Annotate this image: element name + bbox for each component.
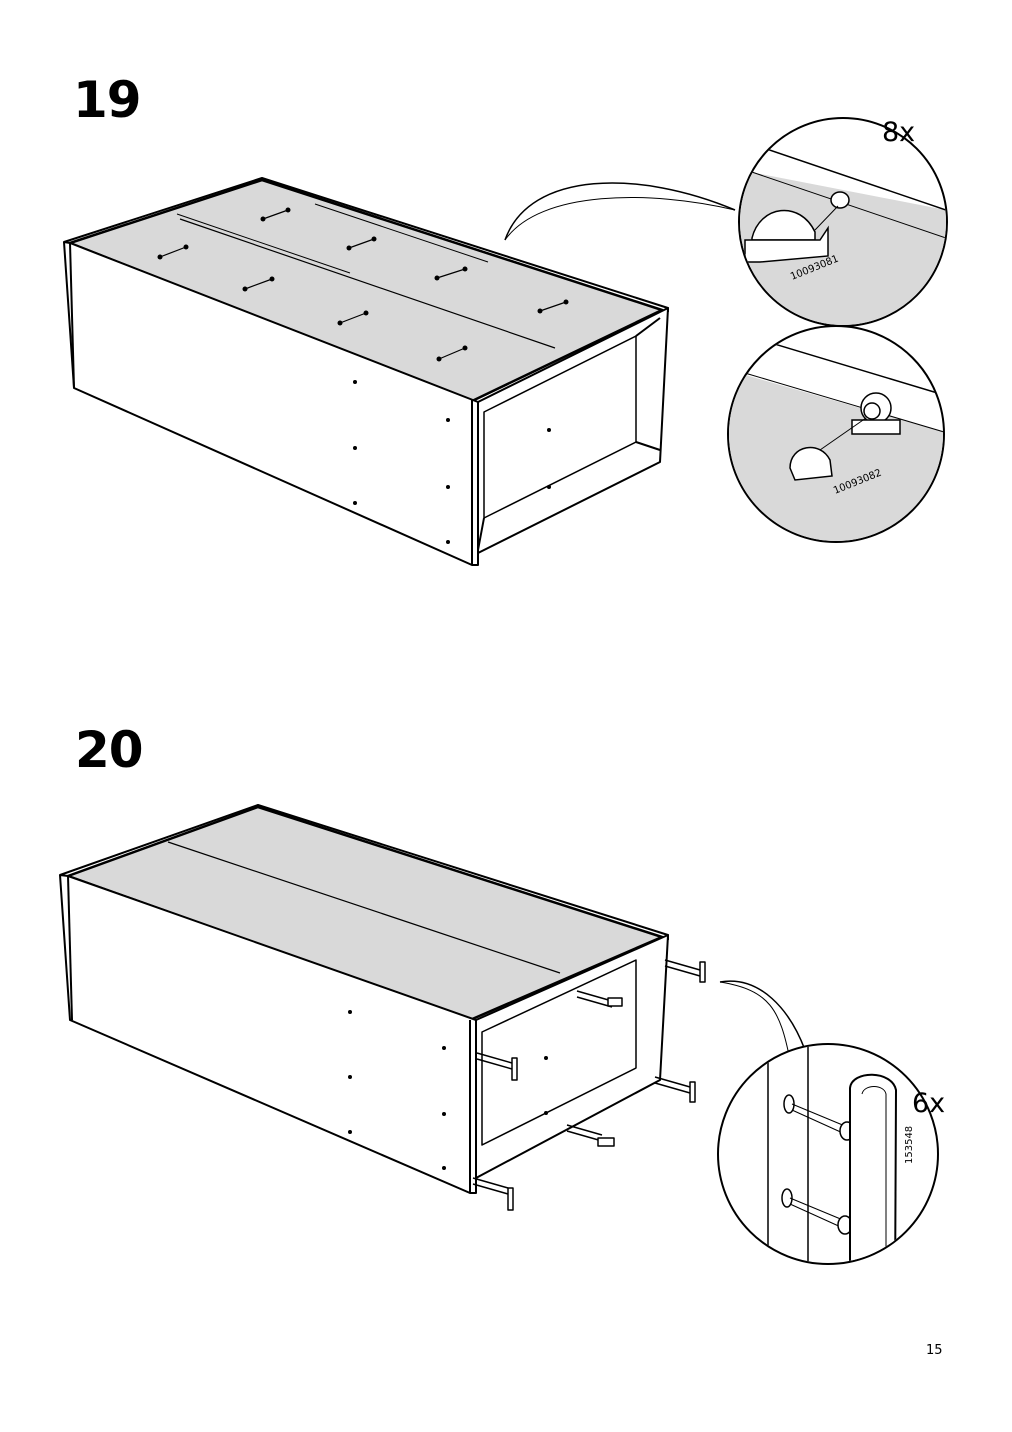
detail-circle-153548: 6x 153548 <box>717 1043 945 1265</box>
step-19-number: 19 <box>73 71 142 129</box>
detail-circle-10093082: 10093082 <box>727 325 945 543</box>
step-20-number: 20 <box>75 721 144 779</box>
quantity-label: 6x <box>912 1088 945 1119</box>
detail-circle-10093081: 8x 10093081 <box>738 117 948 327</box>
part-number-label: 153548 <box>904 1126 915 1164</box>
page-number: 15 <box>926 1343 943 1358</box>
step-19-illustration <box>63 177 736 566</box>
quantity-label: 8x <box>882 117 915 148</box>
step-20-illustration <box>59 804 806 1211</box>
